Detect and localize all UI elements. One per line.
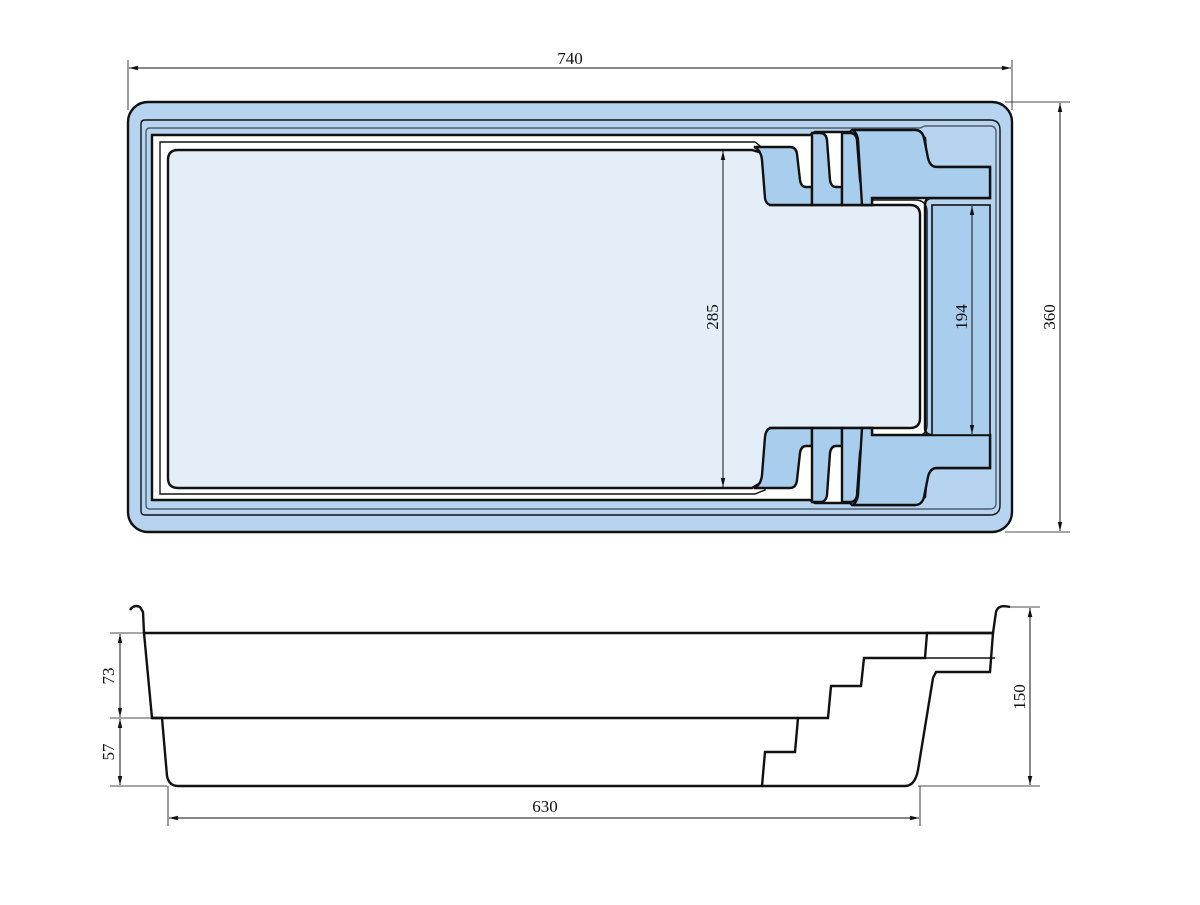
bottom-steps <box>753 426 992 507</box>
plan-view <box>126 100 1014 534</box>
step-bottom-1 <box>753 426 814 490</box>
dimension-bottom-length: 630 <box>532 797 558 816</box>
pool-floor <box>166 148 922 490</box>
dimension-overall-width: 360 <box>1040 304 1059 330</box>
rim-groove <box>140 119 1001 516</box>
dimension-overall-length: 740 <box>557 49 583 68</box>
section-profile <box>129 604 1011 788</box>
plan-dimensions: 740 360 285 194 <box>127 49 1070 533</box>
step-top-2 <box>810 131 844 207</box>
section-dimensions: 150 73 57 630 <box>99 606 1040 826</box>
dimension-upper-depth: 73 <box>99 668 118 685</box>
step-top-4 <box>851 128 992 207</box>
step-channel <box>931 204 991 436</box>
section-right-wall <box>762 632 995 788</box>
top-steps <box>753 128 992 207</box>
dimension-lower-depth: 57 <box>99 743 118 761</box>
rim-groove-inner <box>145 125 997 510</box>
section-view <box>129 604 1011 788</box>
dimension-inner-width: 285 <box>703 304 722 330</box>
step-bottom-4 <box>851 426 992 507</box>
step-bottom-2 <box>810 426 844 504</box>
dimension-overall-depth: 150 <box>1010 684 1029 710</box>
dimension-step-area-width: 194 <box>952 304 971 330</box>
